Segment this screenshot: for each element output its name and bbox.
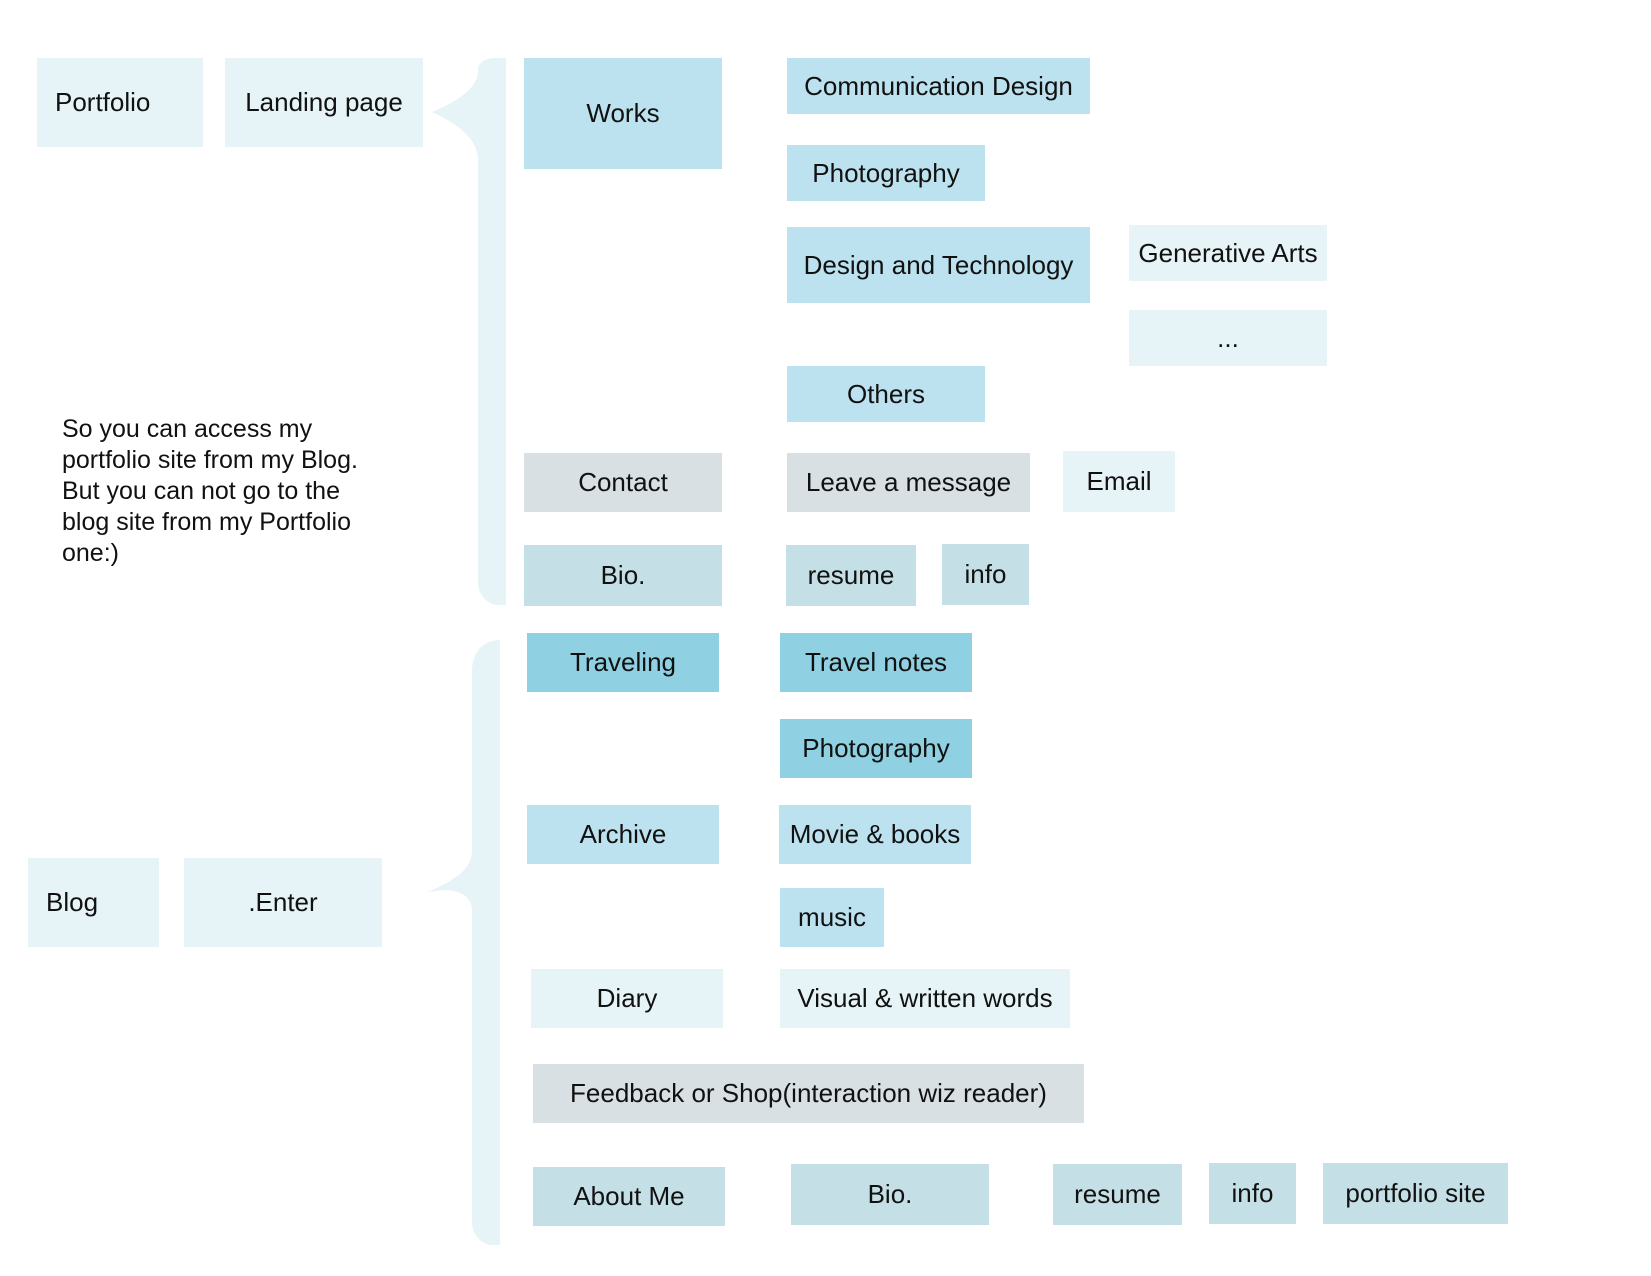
communication-design-node: Communication Design [787,58,1090,114]
diary-node: Diary [531,969,723,1028]
traveling-node: Traveling [527,633,719,692]
leave-message-node: Leave a message [787,453,1030,512]
enter-node: .Enter [184,858,382,947]
feedback-shop-node: Feedback or Shop(interaction wiz reader) [533,1064,1084,1123]
blog-root: Blog [28,858,159,947]
travel-photography-node: Photography [780,719,972,778]
contact-node: Contact [524,453,722,512]
about-resume-node: resume [1053,1164,1182,1225]
email-node: Email [1063,451,1175,512]
visual-written-words-node: Visual & written words [780,969,1070,1028]
more-items-node: ... [1129,310,1327,366]
generative-arts-node: Generative Arts [1129,225,1327,281]
music-node: music [780,888,884,947]
portfolio-brace [432,58,506,605]
archive-node: Archive [527,805,719,864]
design-technology-node: Design and Technology [787,227,1090,303]
works-node: Works [524,58,722,169]
blog-brace [426,640,500,1245]
bio-info-node: info [942,544,1029,605]
movie-books-node: Movie & books [779,805,971,864]
others-node: Others [787,366,985,422]
about-info-node: info [1209,1163,1296,1224]
access-note: So you can access my portfolio site from… [62,415,358,567]
travel-notes-node: Travel notes [780,633,972,692]
landing-page-node: Landing page [225,58,423,147]
portfolio-root: Portfolio [37,58,203,147]
about-bio-node: Bio. [791,1164,989,1225]
about-me-node: About Me [533,1167,725,1226]
bio-node: Bio. [524,545,722,606]
photography-node: Photography [787,145,985,201]
bio-resume-node: resume [786,545,916,606]
portfolio-site-node: portfolio site [1323,1163,1508,1224]
